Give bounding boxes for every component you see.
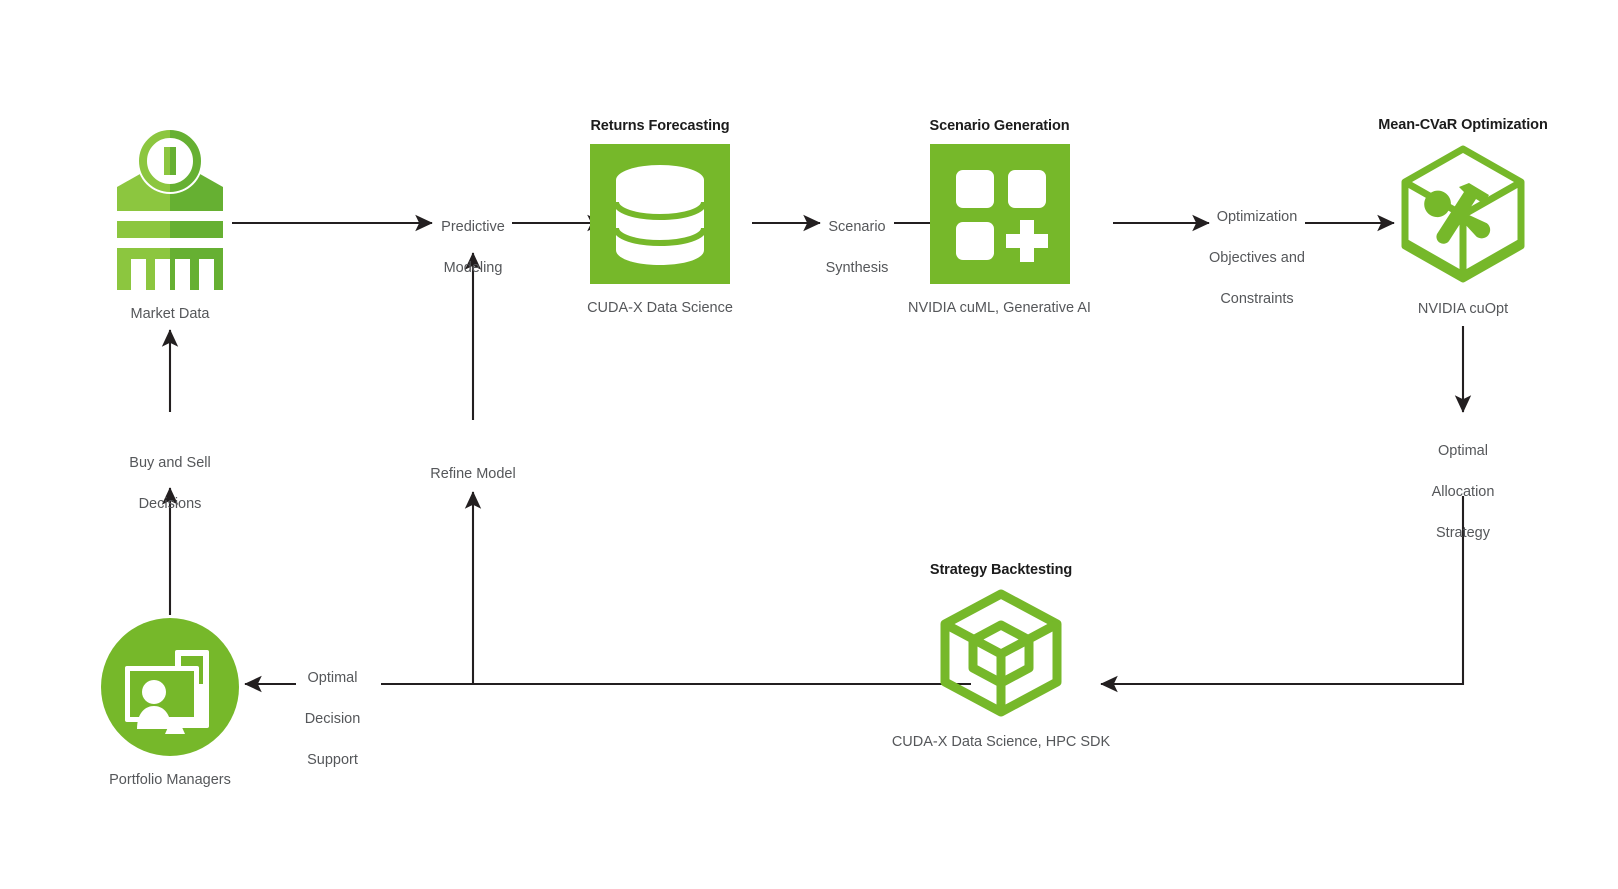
edge-label-optimization-objectives: Optimization Objectives and Constraints (1192, 186, 1322, 330)
edge-label-line: Decision (304, 710, 361, 727)
edge-label-line: Synthesis (825, 259, 889, 276)
nested-cube-icon (937, 588, 1065, 723)
edge-label-line: Optimization (1216, 208, 1298, 225)
edge-label-line: Decisions (138, 495, 202, 512)
edge-label-line: Optimal (307, 669, 358, 686)
edge-allocation-to-backtesting (1100, 496, 1465, 693)
node-returns-forecasting[interactable]: Returns Forecasting CUDA-X Data Science (565, 118, 755, 316)
node-scenario-generation[interactable]: Scenario Generation NVIDIA cuML, Generat… (902, 118, 1097, 316)
edge-label-line: Support (307, 751, 358, 768)
node-caption: NVIDIA cuOpt (1417, 301, 1509, 317)
node-strategy-backtesting[interactable]: Strategy Backtesting CUDA-X Data Science… (892, 562, 1110, 750)
edge-label-line: Allocation (1431, 483, 1495, 500)
node-title: Returns Forecasting (590, 118, 730, 134)
node-title: Mean-CVaR Optimization (1378, 117, 1548, 133)
database-cylinder-icon (590, 144, 730, 289)
edge-label-predictive-modeling: Predictive Modeling (412, 196, 534, 299)
node-portfolio-managers[interactable]: Portfolio Managers (75, 618, 265, 788)
edge-label-line: Constraints (1220, 290, 1294, 307)
edge-label-refine-model: Refine Model (408, 443, 538, 505)
edge-label-line: Modeling (443, 259, 503, 276)
edge-label-optimal-allocation-strategy: Optimal Allocation Strategy (1403, 420, 1523, 564)
node-caption: CUDA-X Data Science, HPC SDK (891, 734, 1111, 750)
grid-plus-icon (929, 144, 1070, 289)
hexagon-tools-icon (1394, 143, 1532, 290)
edge-label-line: Scenario (828, 218, 886, 235)
edge-label-scenario-synthesis: Scenario Synthesis (796, 196, 918, 299)
node-caption: Market Data (130, 306, 210, 322)
person-at-monitor-icon (101, 618, 239, 761)
edge-label-line: Refine Model (430, 465, 516, 482)
node-caption: Portfolio Managers (109, 772, 231, 788)
node-market-data[interactable]: Market Data (75, 125, 265, 322)
edge-label-line: Predictive (441, 218, 505, 235)
edge-label-optimal-decision-support: Optimal Decision Support (280, 647, 385, 791)
node-mean-cvar-optimization[interactable]: Mean-CVaR Optimization NVIDIA cuOpt (1368, 117, 1558, 317)
edge-label-line: Strategy (1436, 524, 1490, 541)
edge-label-line: Optimal (1438, 442, 1488, 459)
bank-institution-icon (109, 125, 231, 295)
node-title: Strategy Backtesting (929, 562, 1073, 578)
edge-label-buy-and-sell-decisions: Buy and Sell Decisions (105, 432, 235, 535)
edge-label-line: Objectives and (1209, 249, 1305, 266)
edge-label-line: Buy and Sell (129, 454, 211, 471)
node-caption: NVIDIA cuML, Generative AI (908, 300, 1091, 316)
node-title: Scenario Generation (929, 118, 1070, 134)
node-caption: CUDA-X Data Science (587, 300, 733, 316)
